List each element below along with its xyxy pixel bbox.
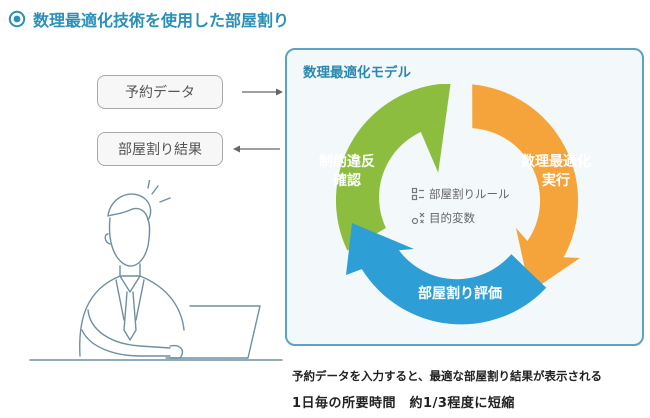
cycle-label-evaluate: 部屋割り評価	[418, 286, 502, 302]
result-caption: 予約データを入力すると、最適な部屋割り結果が表示される	[292, 369, 603, 383]
cycle-segment-execute	[472, 84, 580, 293]
reservation-data-box: 予約データ	[97, 75, 223, 109]
variables-icon	[411, 212, 425, 225]
center-objective-item: 目的変数	[411, 210, 475, 226]
room-result-box: 部屋割り結果	[97, 132, 223, 166]
list-icon	[411, 187, 424, 201]
page-header: 数理最適化技術を使用した部屋割り	[8, 7, 289, 31]
center-rules-item: 部屋割りルール	[411, 186, 510, 202]
cycle-label-execute: 数理最適化 実行	[521, 154, 591, 189]
cycle-segment-check	[335, 84, 451, 251]
time-reduction-caption: 1日毎の所要時間 約1/3程度に短縮	[292, 396, 515, 411]
cycle-segment-evaluate	[346, 223, 547, 325]
page-title: 数理最適化技術を使用した部屋割り	[33, 11, 290, 30]
cycle-label-check: 制約違反 確認	[319, 154, 375, 189]
input-arrow	[242, 88, 283, 96]
center-objective-label: 目的変数	[429, 211, 475, 225]
person-laptop-illustration	[29, 180, 283, 361]
ring-bullet-icon	[8, 10, 26, 28]
center-rules-label: 部屋割りルール	[429, 187, 510, 201]
output-arrow	[233, 145, 280, 153]
panel-title: 数理最適化モデル	[303, 65, 411, 81]
